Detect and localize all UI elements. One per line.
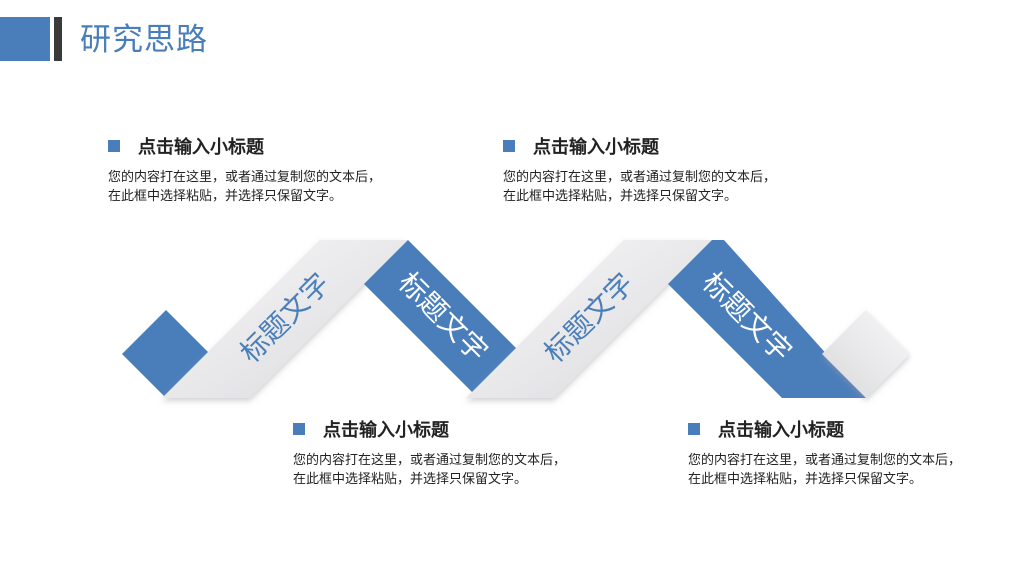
- note-1-title[interactable]: 点击输入小标题: [138, 137, 264, 158]
- note-2: 点击输入小标题 您的内容打在这里，或者通过复制您的文本后，在此框中选择粘贴，并选…: [503, 134, 793, 206]
- note-3: 点击输入小标题 您的内容打在这里，或者通过复制您的文本后，在此框中选择粘贴，并选…: [293, 417, 583, 489]
- square-bullet-icon: [108, 140, 120, 152]
- note-4-header: 点击输入小标题: [688, 417, 978, 441]
- note-3-header: 点击输入小标题: [293, 417, 583, 441]
- ribbon-end-chevron: [822, 310, 910, 398]
- page-title: 研究思路: [80, 22, 208, 58]
- ribbon-segment-3: [466, 240, 712, 398]
- note-4-title[interactable]: 点击输入小标题: [718, 420, 844, 441]
- note-4: 点击输入小标题 您的内容打在这里，或者通过复制您的文本后，在此框中选择粘贴，并选…: [688, 417, 978, 489]
- square-bullet-icon: [293, 423, 305, 435]
- square-bullet-icon: [503, 140, 515, 152]
- ribbon-segment-4: [668, 240, 866, 398]
- ribbon-segment-2: [364, 240, 522, 398]
- header-accent-block: [0, 17, 50, 61]
- square-bullet-icon: [688, 423, 700, 435]
- note-3-body[interactable]: 您的内容打在这里，或者通过复制您的文本后，在此框中选择粘贴，并选择只保留文字。: [293, 453, 567, 487]
- note-2-body[interactable]: 您的内容打在这里，或者通过复制您的文本后，在此框中选择粘贴，并选择只保留文字。: [503, 170, 777, 204]
- ribbon-segment-1: [162, 240, 408, 398]
- header-accent-bar: [54, 17, 62, 61]
- note-1-header: 点击输入小标题: [108, 134, 398, 158]
- note-3-title[interactable]: 点击输入小标题: [323, 420, 449, 441]
- note-2-title[interactable]: 点击输入小标题: [533, 137, 659, 158]
- note-1: 点击输入小标题 您的内容打在这里，或者通过复制您的文本后，在此框中选择粘贴，并选…: [108, 134, 398, 206]
- note-4-body[interactable]: 您的内容打在这里，或者通过复制您的文本后，在此框中选择粘贴，并选择只保留文字。: [688, 453, 962, 487]
- note-2-header: 点击输入小标题: [503, 134, 793, 158]
- note-1-body[interactable]: 您的内容打在这里，或者通过复制您的文本后，在此框中选择粘贴，并选择只保留文字。: [108, 170, 382, 204]
